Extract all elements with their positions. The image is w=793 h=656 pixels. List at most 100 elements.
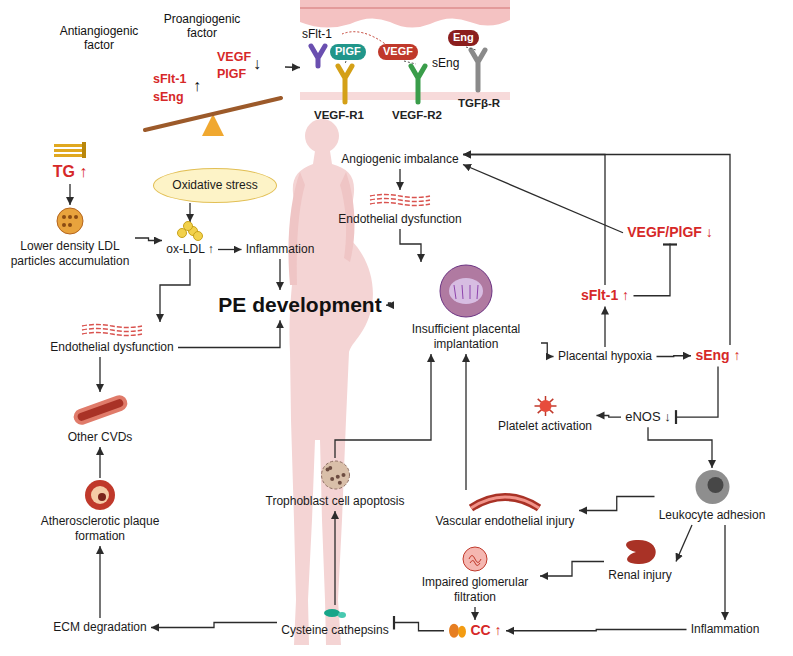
node-label: Eng — [448, 30, 479, 46]
artery-symbol — [71, 393, 129, 427]
placenta-vessel — [470, 285, 471, 299]
node-label: Proangiogenic factor — [157, 12, 247, 41]
concept-box: ox-LDL ↑ — [162, 222, 218, 259]
node-label: Vascular endothelial injury — [435, 514, 575, 529]
concept-box: Angiogenic imbalance — [337, 150, 463, 169]
glom-icon — [410, 545, 540, 573]
arrow-connector — [474, 607, 475, 620]
vessel-symbol — [471, 497, 539, 508]
node-label: Inflammation — [246, 242, 315, 257]
concept-box: Lower density LDL particles accumulation — [5, 205, 135, 271]
node-label: Leukocyte adhesion — [659, 508, 766, 523]
arrow-connector — [99, 357, 100, 392]
apoptotic-body — [335, 475, 339, 479]
endothelium-symbol — [370, 203, 430, 206]
placenta-icon — [391, 262, 541, 320]
trophoblast-symbol — [321, 461, 349, 489]
node-label: ↑ — [193, 76, 201, 96]
arrow-connector — [540, 562, 604, 577]
arrow-connector — [189, 203, 190, 222]
node-label: Inflammation — [691, 622, 760, 637]
concept-box: Oxidative stress — [153, 168, 277, 203]
lipid-bar — [54, 154, 82, 157]
vessel-lumen — [471, 497, 539, 508]
glomerulus-symbol — [463, 547, 487, 571]
arrow-connector — [724, 525, 725, 620]
node-label: Atherosclerotic plaque formation — [39, 514, 161, 544]
node-label: ECM degradation — [53, 620, 147, 635]
arrow-connector — [676, 525, 692, 562]
node-label: sEng ↑ — [695, 347, 741, 365]
concept-box: Endothelial dysfunction — [46, 322, 178, 357]
concept-box: Insufficient placental implantation — [391, 262, 541, 354]
node-label: sFlt-1 ↑ — [581, 287, 630, 305]
arrow-connector — [386, 303, 391, 305]
node-label: Cysteine cathepsins — [281, 623, 389, 638]
lipid-bar — [54, 149, 82, 152]
apoptotic-body — [330, 477, 334, 481]
arrow-connector — [135, 238, 162, 241]
concept-box: sEng ↑ — [691, 345, 745, 367]
arrow-connector — [99, 546, 100, 618]
cath-icon — [277, 605, 393, 621]
concept-box: Other CVDs — [64, 392, 137, 447]
concept-box: Inflammation — [242, 240, 319, 259]
receptor-symbol — [338, 66, 352, 102]
node-label: Platelet activation — [498, 419, 593, 434]
kidney-icon — [604, 538, 676, 566]
arrow-connector — [579, 497, 655, 511]
concept-box: TG ↑ — [47, 140, 93, 184]
arrow-connector — [506, 630, 687, 631]
node-label: VEGF — [378, 44, 418, 60]
node-label: PlGF — [330, 44, 366, 60]
node-label: eNOS ↓ — [625, 409, 671, 425]
arrow-connector — [99, 447, 100, 478]
apoptotic-body — [337, 481, 341, 485]
arrow-connector — [648, 427, 712, 468]
concept-box: ECM degradation — [49, 618, 151, 637]
node-label: sFlt-1 — [302, 27, 332, 42]
concept-box: Inflammation — [687, 620, 764, 639]
leukocyte-nucleus — [707, 477, 723, 493]
concept-box: Placental hypoxia — [554, 347, 657, 366]
arrow-connector — [151, 623, 277, 628]
node-label: Endothelial dysfunction — [338, 212, 462, 227]
arrow-connector — [675, 367, 718, 418]
arrow-connector — [634, 244, 671, 296]
ldl-dot — [62, 223, 66, 227]
node-label: Lower density LDL particles accumulation — [9, 239, 131, 269]
arrow-connector — [541, 343, 554, 357]
concept-box: Antiangiogenic factorsFlt-1sEng↑Proangio… — [45, 10, 285, 138]
concept-box: Trophoblast cell apoptosis — [262, 458, 409, 511]
arrow-connector — [463, 155, 730, 346]
node-label: TGFβ-R — [458, 96, 500, 110]
oxldl-icon — [162, 222, 218, 240]
node-label: VEGF — [217, 50, 251, 66]
figure-head — [305, 119, 339, 153]
concept-box: sFlt-1PlGFVEGFEngsEngVEGF-R1VEGF-R2TGFβ-… — [300, 0, 510, 135]
platelet-icon — [494, 395, 597, 417]
concept-box: Endothelial dysfunction — [334, 190, 466, 229]
arrow-connector — [69, 184, 70, 205]
receptor-symbol — [411, 66, 425, 102]
ldl-dot — [68, 215, 72, 219]
artery-lumen — [76, 398, 124, 422]
endothelium-symbol — [82, 329, 142, 332]
node-label: sEng — [153, 90, 184, 106]
endothelium-symbol — [82, 325, 142, 328]
arrow-connector — [160, 259, 190, 322]
vessel-line — [300, 7, 510, 9]
concept-box: VEGF/PlGF ↓ — [623, 222, 717, 244]
concept-box: Impaired glomerular filtration — [410, 545, 540, 607]
arrow-connector — [335, 354, 431, 458]
plaque-symbol — [85, 480, 115, 510]
endothelium-symbol — [370, 199, 430, 202]
arrow-connector — [399, 169, 400, 190]
ldl-dot — [62, 215, 66, 219]
node-label: PE development — [218, 292, 382, 318]
node-label: Impaired glomerular filtration — [414, 575, 536, 605]
apoptotic-body — [341, 473, 345, 477]
receptor-symbol — [471, 50, 485, 90]
cystatin-symbol — [449, 624, 459, 638]
endothelium-symbol — [82, 333, 142, 336]
